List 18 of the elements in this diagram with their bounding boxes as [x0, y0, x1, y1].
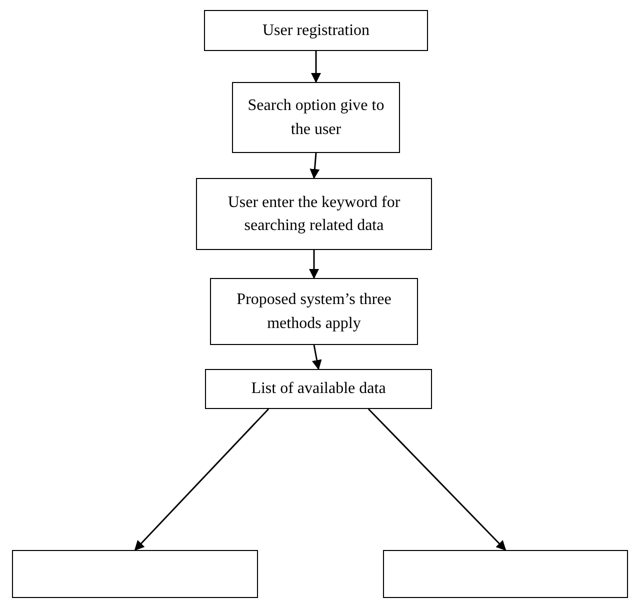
- step-text: Search option give to the user: [246, 96, 386, 140]
- process-box: [210, 278, 418, 345]
- arrow: [134, 408, 270, 551]
- process-box: [383, 550, 628, 598]
- step-text: User registration: [262, 20, 370, 41]
- arrow: [368, 408, 506, 551]
- process-box: [205, 369, 432, 409]
- step-text: User enter the keyword for searching related data: [226, 192, 402, 236]
- arrow: [312, 344, 322, 370]
- arrow: [310, 152, 320, 179]
- step-text: List of available data: [251, 379, 386, 400]
- arrow: [311, 51, 321, 83]
- process-box: [12, 550, 258, 598]
- step-text: Proposed system’s three methods apply: [236, 290, 392, 334]
- process-box: [196, 178, 432, 250]
- process-box: [204, 10, 428, 51]
- arrow: [309, 250, 319, 279]
- process-box: [232, 82, 400, 153]
